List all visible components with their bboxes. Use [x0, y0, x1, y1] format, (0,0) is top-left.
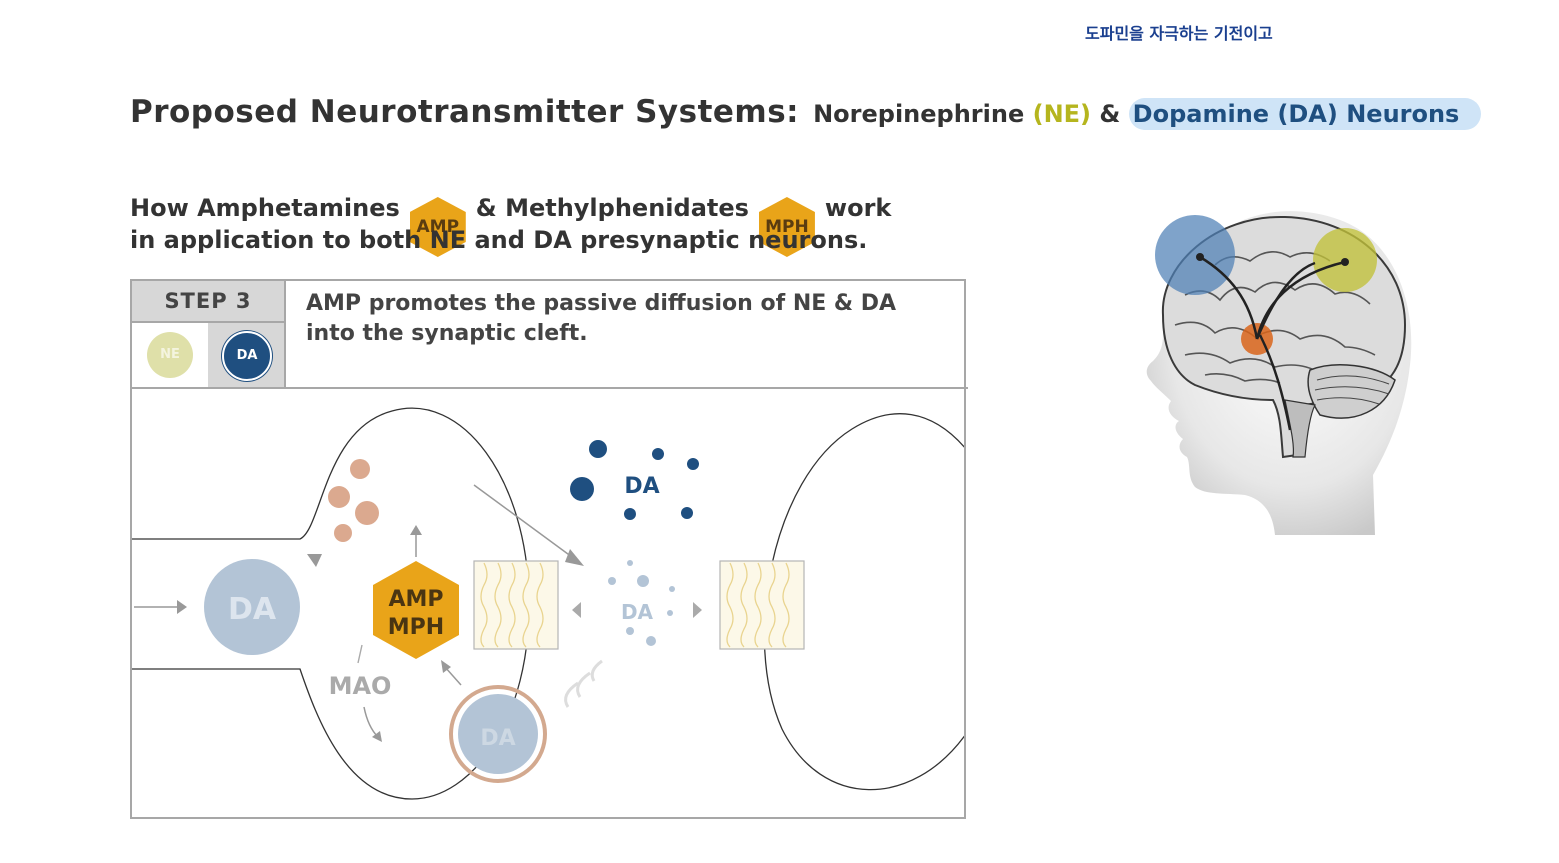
da-vesicle-ring	[449, 685, 547, 783]
subtitle-part1: How Amphetamines	[130, 194, 400, 222]
title-main: Proposed Neurotransmitter Systems:	[130, 94, 800, 130]
title-da-highlighted: Dopamine (DA) Neurons	[1128, 98, 1482, 130]
subtitle-part2: & Methylphenidates	[475, 194, 749, 222]
ne-badge-icon: NE	[147, 332, 193, 378]
mao-arrow-icon	[363, 706, 382, 742]
subtitle: How AmphetaminesAMP& MethylphenidatesMPH…	[130, 190, 891, 257]
title-ne: Norepinephrine	[813, 100, 1025, 128]
title-ne-abbr: (NE)	[1032, 100, 1092, 128]
diffusion-arrow-icon	[473, 484, 584, 566]
da-selector[interactable]: DA	[208, 323, 286, 387]
da-cleft-top-label: DA	[624, 474, 659, 499]
cerebellum-lines	[1314, 375, 1390, 405]
signal-arcs-icon	[564, 659, 603, 708]
da-vesicle	[458, 694, 538, 774]
subtitle-line2: in application to both NE and DA presyna…	[130, 226, 868, 254]
da-large-label: DA	[228, 592, 277, 627]
up-arrow-icon	[410, 525, 422, 557]
mao-label: MAO	[329, 672, 392, 700]
cerebellum	[1307, 364, 1396, 419]
neural-pathways	[1199, 255, 1346, 431]
hex-amp-label: AMP	[388, 587, 443, 612]
page-title: Proposed Neurotransmitter Systems: Norepi…	[130, 94, 1482, 130]
da-molecules-faded	[608, 560, 675, 646]
right-arrow-icon	[693, 602, 702, 618]
ne-selector[interactable]: NE	[132, 323, 208, 387]
tan-vesicles	[328, 459, 379, 542]
step-panel: STEP 3 NE DA AMP promotes the passive di…	[130, 279, 968, 819]
title-ampersand: &	[1099, 100, 1121, 128]
presynaptic-transporter	[473, 560, 559, 650]
divider	[132, 387, 286, 389]
frontal-region-blue	[1155, 215, 1235, 295]
da-cleft-mid-label: DA	[621, 600, 654, 624]
da-badge-icon: DA	[222, 331, 272, 381]
amp-badge-icon: AMP	[409, 197, 466, 257]
diagonal-arrow-icon	[441, 660, 462, 686]
small-arrow-icon	[307, 554, 322, 567]
synapse-diagram: DA AMP MPH MAO	[132, 407, 964, 800]
subtitle-part3: work	[824, 194, 892, 222]
brain-head-illustration	[1146, 211, 1412, 536]
left-arrow-icon	[572, 602, 581, 618]
korean-annotation: 도파민을 자극하는 기전이고	[1085, 24, 1273, 43]
step-label: STEP 3	[132, 281, 286, 323]
postsynaptic-receptor	[719, 560, 805, 650]
step-description: AMP promotes the passive diffusion of NE…	[306, 291, 897, 346]
da-large-circle	[204, 559, 300, 655]
da-vesicle-label: DA	[480, 726, 515, 751]
amp-mph-hexagon-icon	[373, 561, 459, 659]
hex-mph-label: MPH	[388, 615, 444, 640]
divider	[286, 387, 968, 389]
da-molecules-top	[570, 440, 699, 520]
incoming-arrow-icon	[134, 600, 187, 614]
